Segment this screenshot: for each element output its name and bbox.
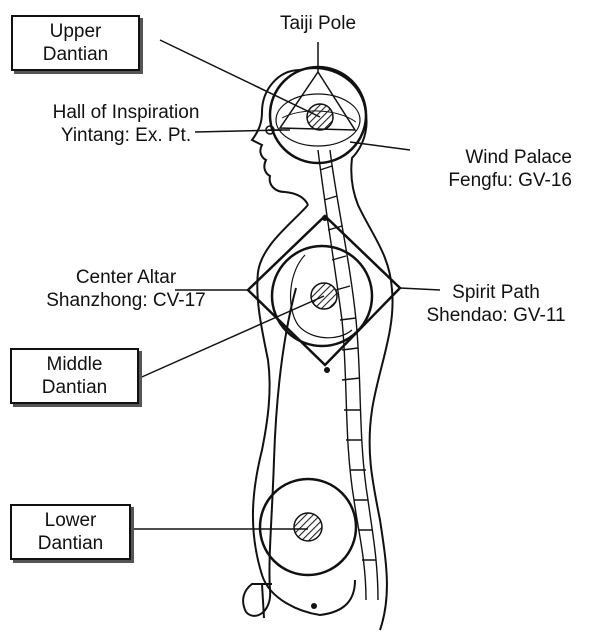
wind-palace-name: Wind Palace [400,146,572,169]
upper-dantian-marker [270,67,366,163]
upper-dantian-label-line1: Upper [19,20,132,43]
wind-palace-point: Fengfu: GV-16 [400,169,572,192]
hall-of-inspiration-label: Hall of Inspiration Yintang: Ex. Pt. [16,101,236,147]
center-altar-label: Center Altar Shanzhong: CV-17 [10,266,242,312]
spirit-path-label: Spirit Path Shendao: GV-11 [406,281,586,327]
lower-dantian-label: Lower Dantian [10,504,131,560]
middle-dantian-label: Middle Dantian [10,348,139,404]
spirit-path-name: Spirit Path [406,281,586,304]
upper-dantian-label: Upper Dantian [11,15,140,71]
hall-of-inspiration-point: Yintang: Ex. Pt. [16,124,236,147]
middle-dantian-label-line1: Middle [18,353,131,376]
spirit-path-point: Shendao: GV-11 [406,304,586,327]
lower-dantian-label-line2: Dantian [18,532,123,555]
taiji-pole-label: Taiji Pole [268,12,368,35]
center-altar-point: Shanzhong: CV-17 [10,289,242,312]
lower-dantian-marker [260,479,356,609]
upper-dantian-label-line2: Dantian [19,43,132,66]
middle-dantian-marker [248,215,400,373]
taiji-pole-text: Taiji Pole [268,12,368,35]
lower-dantian-label-line1: Lower [18,509,123,532]
hall-of-inspiration-name: Hall of Inspiration [16,101,236,124]
middle-dantian-label-line2: Dantian [18,376,131,399]
center-altar-name: Center Altar [10,266,242,289]
wind-palace-label: Wind Palace Fengfu: GV-16 [400,146,572,192]
